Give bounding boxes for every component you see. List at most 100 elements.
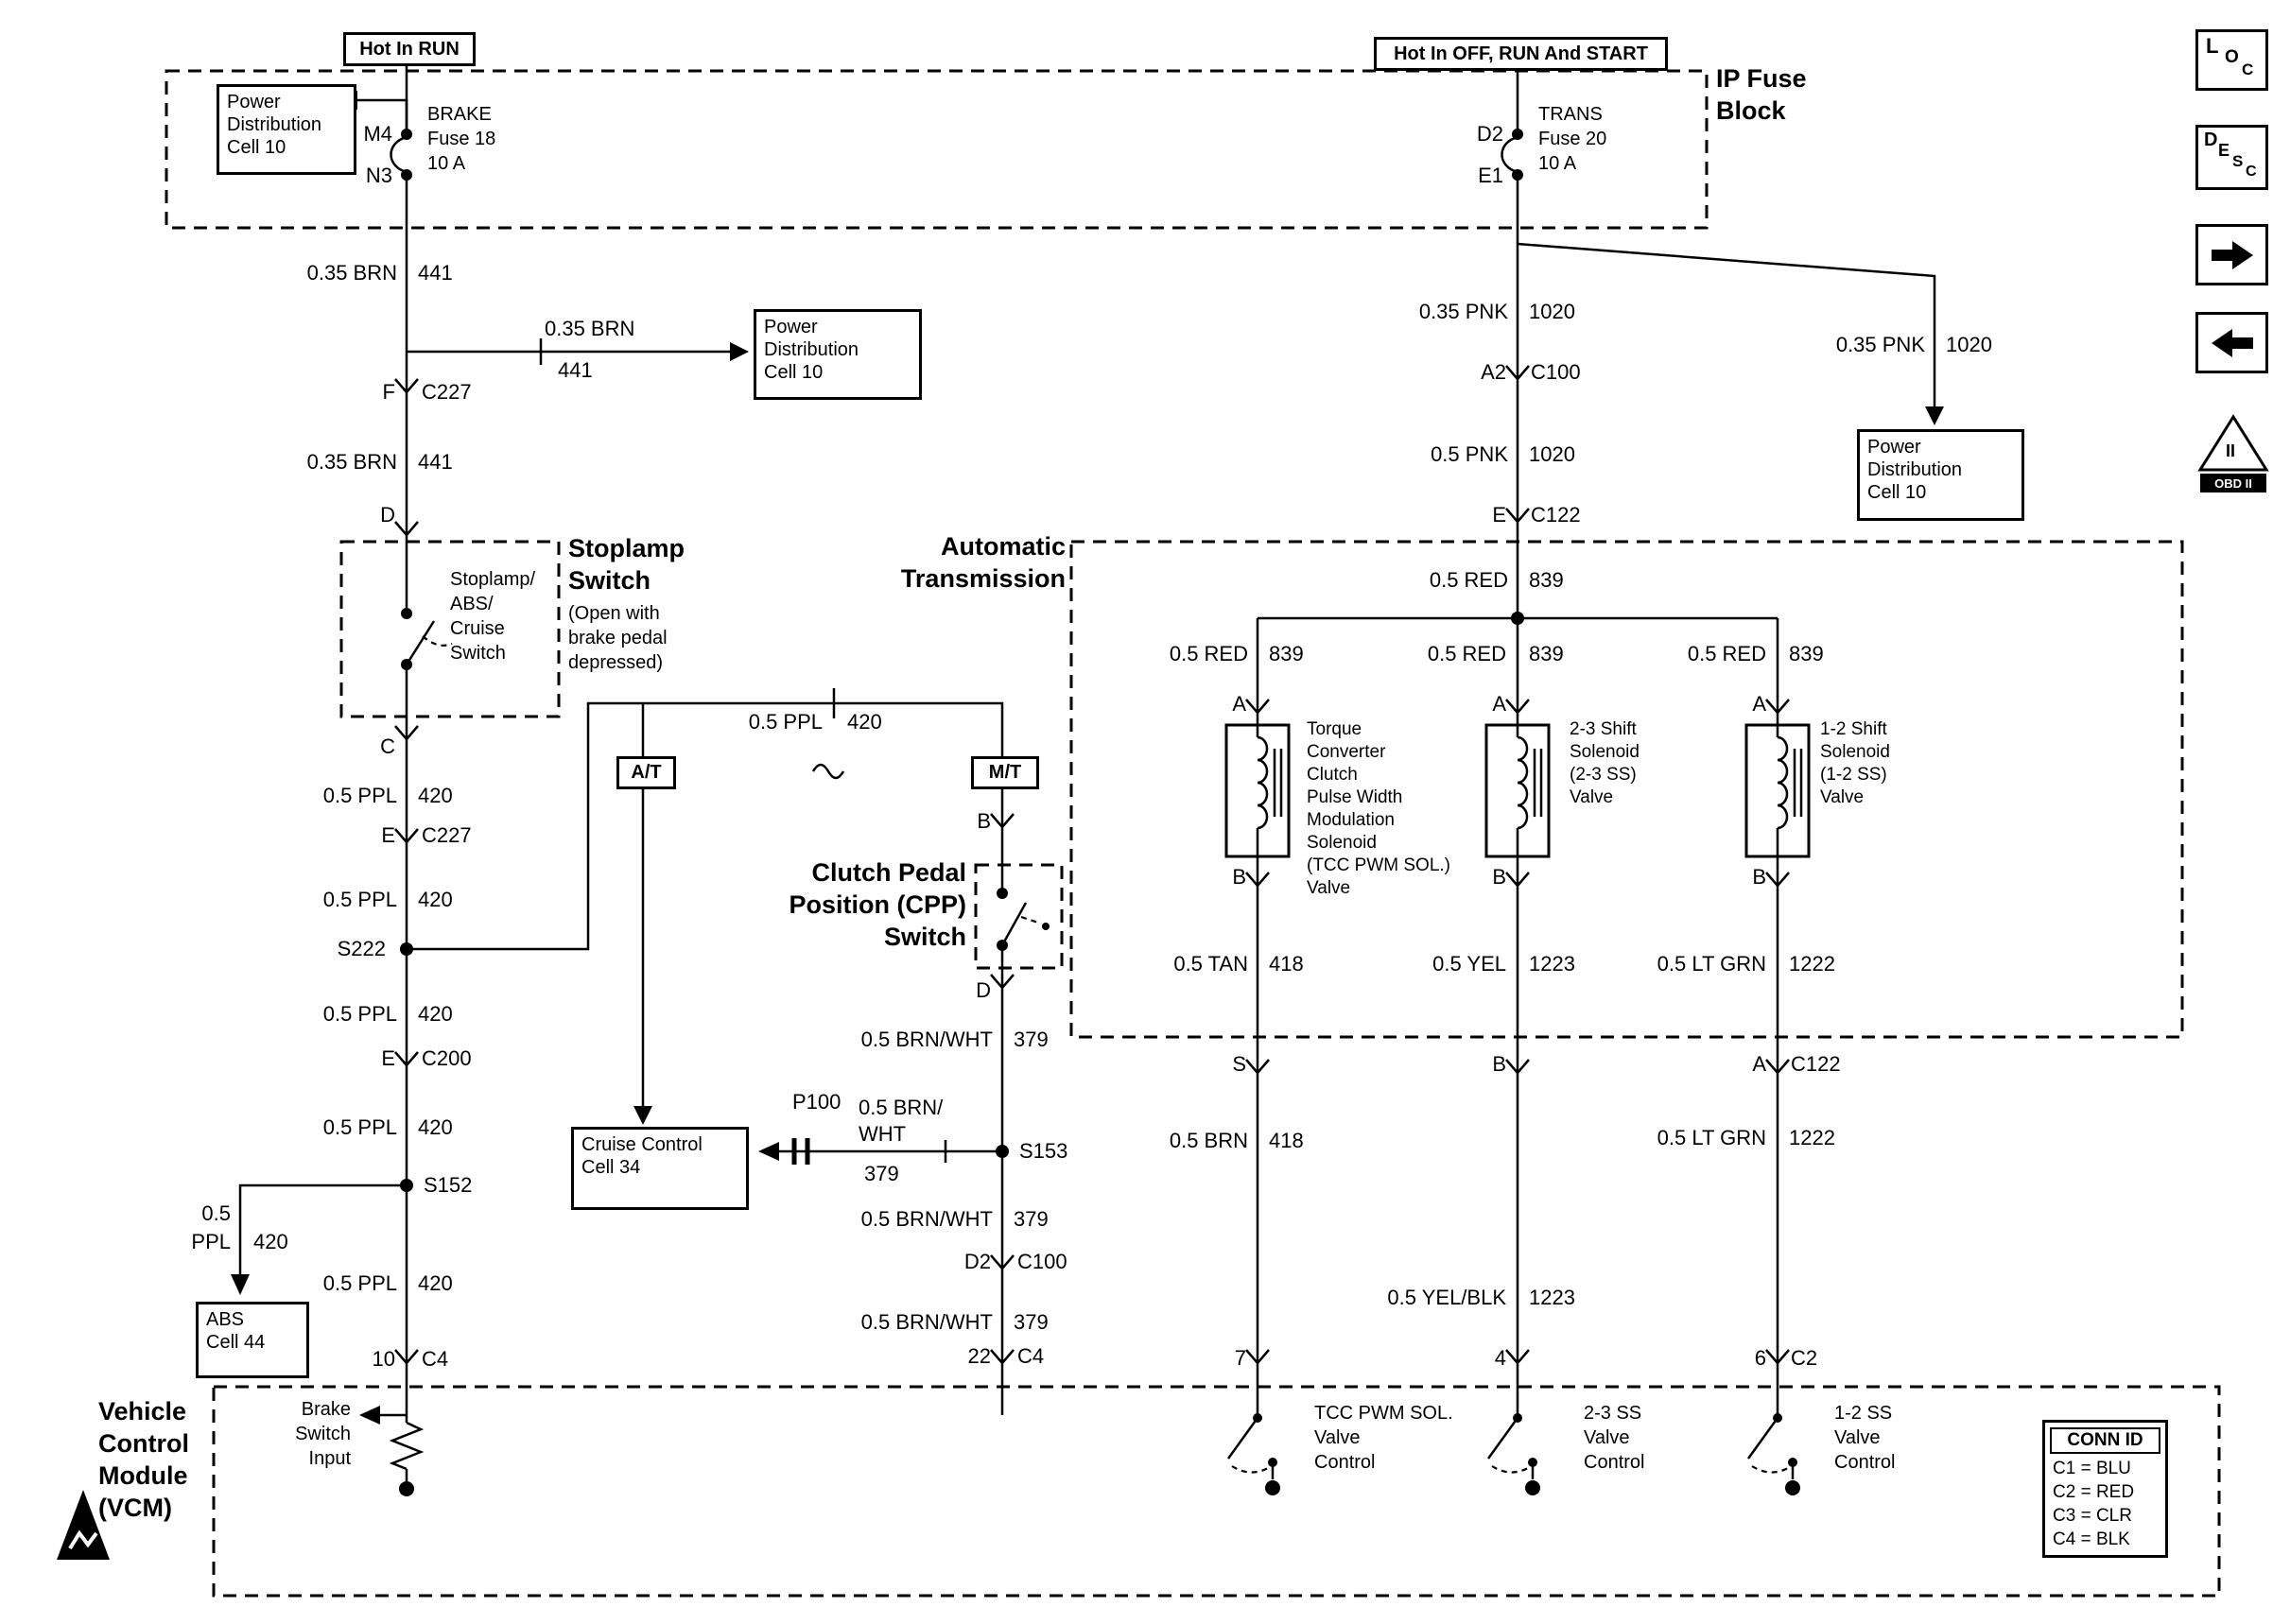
terminal-pin: E xyxy=(1492,503,1506,527)
wire-circuit: 379 xyxy=(1014,1207,1049,1231)
terminal-pin: A xyxy=(1752,1052,1766,1076)
wire-color: WHT xyxy=(859,1122,907,1146)
desc-nav-icon[interactable]: D E S C xyxy=(2195,125,2268,190)
obd-ii-numeral: II xyxy=(2226,441,2236,460)
splice-id: S153 xyxy=(1019,1139,1068,1163)
conn-id-row: C3 = CLR xyxy=(2053,1506,2132,1526)
next-page-icon[interactable] xyxy=(2195,224,2268,285)
wire-circuit: 1223 xyxy=(1529,1286,1575,1309)
automatic-transmission-outline xyxy=(1069,540,2184,1039)
wire-color: 0.5 BRN/WHT xyxy=(860,1028,993,1051)
wire-color: 0.5 xyxy=(201,1201,231,1225)
terminal-pin: A xyxy=(1232,692,1246,716)
terminal-pin: E xyxy=(381,823,395,847)
wire-circuit: 1223 xyxy=(1529,952,1575,976)
solenoid-symbols xyxy=(1224,723,1811,1415)
terminal-pin: B xyxy=(977,809,991,833)
wire-circuit: 420 xyxy=(253,1230,288,1253)
cruise-control-cell-box: Cruise Control Cell 34 xyxy=(571,1127,749,1210)
trans-fuse-label: TRANS Fuse 20 10 A xyxy=(1538,104,1607,174)
arrow-head-right xyxy=(2231,240,2253,269)
option-at-text: A/T xyxy=(631,762,662,783)
conn-id-header: CONN ID xyxy=(2050,1427,2160,1454)
stoplamp-switch-inner-label: Stoplamp/ ABS/ Cruise Switch xyxy=(450,569,536,664)
connector-id: C4 xyxy=(422,1347,449,1371)
connector-id: C122 xyxy=(1531,503,1581,527)
terminal-pin: D xyxy=(380,503,395,527)
terminal-pin: 22 xyxy=(967,1344,991,1368)
ss23-valve-control-label: 2-3 SS Valve Control xyxy=(1584,1403,1645,1473)
automatic-transmission-title: Automatic Transmission xyxy=(900,532,1066,593)
arrow-head-left xyxy=(2211,328,2232,357)
wire-color: 0.5 RED xyxy=(1687,642,1766,665)
wire-circuit: 418 xyxy=(1269,952,1304,976)
wire-circuit: 418 xyxy=(1269,1129,1304,1152)
stoplamp-switch-note: (Open with brake pedal depressed) xyxy=(568,603,668,673)
wire-color: 0.5 BRN/ xyxy=(859,1096,944,1119)
wire-color: 0.5 BRN/WHT xyxy=(860,1310,993,1334)
fuse-pin-d2: D2 xyxy=(1476,122,1503,146)
conn-id-row: C2 = RED xyxy=(2053,1482,2135,1502)
cell-text: Power Distribution Cell 10 xyxy=(1867,437,1963,503)
wire-circuit: 441 xyxy=(418,450,453,474)
power-distribution-cell-box-3: Power Distribution Cell 10 xyxy=(1857,429,2024,521)
terminal-pin: A xyxy=(1752,692,1766,716)
connector-id: C122 xyxy=(1791,1052,1841,1076)
connector-id: C2 xyxy=(1791,1346,1818,1370)
wire-circuit: 839 xyxy=(1529,568,1564,592)
stoplamp-switch-outline xyxy=(339,540,561,718)
ip-fuse-block-title: IP Fuse Block xyxy=(1716,64,1807,125)
power-distribution-cell-box-2: Power Distribution Cell 10 xyxy=(754,309,922,400)
hot-in-off-banner: Hot In OFF, RUN And START xyxy=(1374,37,1668,71)
connector-id: C100 xyxy=(1531,360,1581,384)
terminal-pin: 6 xyxy=(1754,1346,1766,1370)
desc-letter-e: E xyxy=(2218,141,2230,160)
hot-in-run-banner: Hot In RUN xyxy=(343,32,476,66)
cell-text: Cruise Control Cell 34 xyxy=(581,1134,703,1178)
loc-nav-icon[interactable]: L O C xyxy=(2195,29,2268,91)
arrow-bar xyxy=(2231,337,2253,349)
hot-in-run-text: Hot In RUN xyxy=(359,38,460,60)
wire-color: 0.5 RED xyxy=(1427,642,1506,665)
terminal-pin: 7 xyxy=(1234,1346,1246,1370)
wire-circuit: 839 xyxy=(1789,642,1824,665)
stoplamp-switch-title: Stoplamp Switch xyxy=(568,534,685,595)
wire-circuit: 420 xyxy=(418,1271,453,1295)
connector-id: C227 xyxy=(422,380,472,404)
splice-id: S222 xyxy=(337,937,386,960)
terminal-pin: A2 xyxy=(1481,360,1506,384)
ip-fuse-block-outline xyxy=(165,69,1709,230)
wire-color: 0.35 BRN xyxy=(306,450,397,474)
desc-letter-d: D xyxy=(2204,130,2218,150)
fuse-pin-n3: N3 xyxy=(365,164,392,187)
fuse-pin-m4: M4 xyxy=(363,122,392,146)
hot-in-off-text: Hot In OFF, RUN And START xyxy=(1394,43,1648,64)
splice-id: S152 xyxy=(424,1173,473,1197)
terminal-pin: F xyxy=(382,380,395,404)
cell-text: Power Distribution Cell 10 xyxy=(764,317,859,383)
wire-circuit: 1020 xyxy=(1529,442,1575,466)
wire-color: 0.5 TAN xyxy=(1173,952,1248,976)
wire-circuit: 1222 xyxy=(1789,1126,1835,1149)
wire-circuit: 1020 xyxy=(1529,300,1575,323)
wire-circuit: 839 xyxy=(1529,642,1564,665)
right-circuit-wires xyxy=(1256,65,1944,737)
clutch-circuit-wires xyxy=(758,888,1050,1415)
wire-color: 0.35 PNK xyxy=(1835,333,1925,356)
connector-chevrons xyxy=(394,365,1790,1365)
wire-circuit: 441 xyxy=(418,261,453,285)
wire-color: 0.5 YEL xyxy=(1432,952,1506,976)
wire-color: 0.5 BRN xyxy=(1169,1129,1248,1152)
wire-circuit: 839 xyxy=(1269,642,1304,665)
wire-circuit: 420 xyxy=(418,784,453,807)
terminal-pin: D2 xyxy=(963,1250,991,1273)
loc-letter-o: O xyxy=(2225,47,2239,67)
terminal-pin: C xyxy=(380,734,395,758)
terminal-pin: B xyxy=(1232,865,1246,889)
wire-color: 0.5 PPL xyxy=(322,1002,397,1026)
terminal-pin: B xyxy=(1752,865,1766,889)
prev-page-icon[interactable] xyxy=(2195,312,2268,373)
terminal-pin: 10 xyxy=(372,1347,395,1371)
obd-ii-banner: OBD II xyxy=(2200,474,2266,492)
